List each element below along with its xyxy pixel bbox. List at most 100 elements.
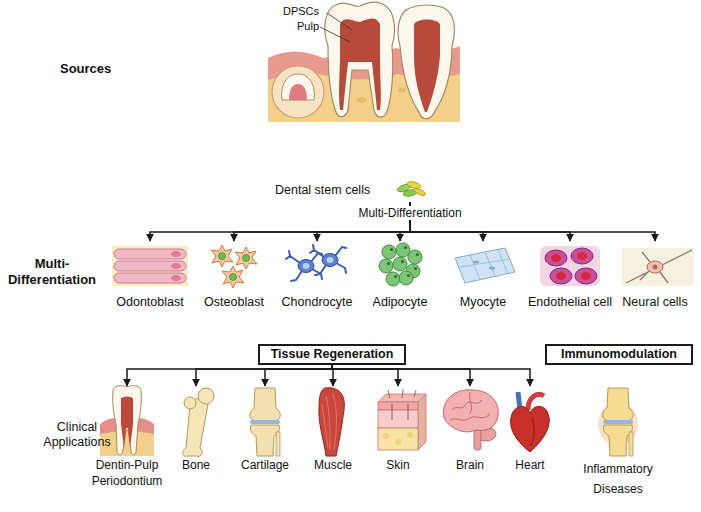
skin-icon-part — [378, 428, 418, 450]
adipocyte-icon — [379, 243, 422, 286]
tooth-illustration-part — [325, 2, 395, 117]
stem-cell-icon-part — [406, 180, 421, 189]
cell-type-node: Chondrocyte — [275, 241, 359, 311]
osteoblast-icon — [211, 245, 257, 288]
endothelial-icon-part — [575, 268, 597, 284]
skin-icon-part — [378, 402, 418, 410]
tooth-illustration-part — [320, 13, 352, 42]
cell-type-node: Endothelial cell — [525, 241, 615, 311]
category-box: Immunomodulation — [545, 344, 693, 365]
branch-arrow — [332, 365, 398, 386]
odontoblast-icon-part — [114, 249, 186, 259]
branch-arrow — [265, 365, 332, 386]
tooth-illustration-part — [339, 19, 381, 111]
branch-arrow — [332, 365, 333, 386]
tooth-illustration-part — [398, 5, 454, 119]
branch-arrow — [127, 365, 332, 386]
brain-icon — [443, 390, 498, 450]
neural-cell-icon — [622, 248, 694, 286]
node-label: Dentin-Pulp Periodontium — [88, 458, 166, 489]
adipocyte-icon-part — [399, 271, 413, 285]
stem-cell-icon — [396, 180, 426, 197]
tooth-illustration-part — [414, 20, 440, 113]
neural-cell-icon-part — [647, 261, 663, 273]
node-label: Myocyte — [441, 295, 525, 310]
node-label: Muscle — [300, 458, 366, 474]
odontoblast-icon — [112, 246, 188, 286]
muscle-icon-part — [319, 388, 344, 456]
bone-icon-part — [183, 398, 208, 456]
myocyte-icon-part — [489, 266, 495, 269]
odontoblast-icon-part — [171, 263, 181, 269]
endothelial-icon-part — [545, 250, 567, 266]
stem-cell-icon-part — [413, 187, 426, 197]
myocyte-icon-part — [473, 260, 479, 263]
neural-cell-icon-part — [653, 265, 658, 270]
bone-icon — [183, 388, 214, 456]
branch-arrow — [332, 365, 470, 386]
application-node: Brain — [437, 386, 503, 488]
cartilage-icon-part — [250, 388, 281, 456]
tooth-illustration-part — [289, 84, 307, 100]
node-label: Tissue Regeneration — [260, 347, 404, 362]
heart-icon-part — [511, 407, 550, 453]
row-heading: Sources — [60, 61, 140, 77]
muscle-icon — [319, 388, 344, 456]
tooth-illustration-part — [357, 97, 367, 103]
skin-icon-part — [383, 433, 389, 439]
node-label: Inflammatory Diseases — [570, 460, 666, 500]
application-node: Bone — [163, 386, 229, 488]
node-label: Odontoblast — [108, 295, 192, 310]
cartilage-icon — [250, 388, 281, 456]
cell-type-node: Osteoblast — [192, 241, 276, 311]
neural-cell-icon-part — [622, 248, 694, 286]
myocyte-icon — [455, 248, 515, 283]
heart-icon — [511, 392, 550, 452]
node-label: Immunomodulation — [547, 347, 691, 362]
brain-icon-part — [450, 392, 490, 420]
odontoblast-icon-part — [171, 251, 181, 257]
odontoblast-icon-part — [114, 261, 186, 271]
node-label: Bone — [163, 458, 229, 474]
branch-arrow — [196, 365, 332, 386]
tooth-illustration — [268, 2, 460, 122]
node-label: Osteoblast — [192, 295, 276, 310]
tooth-illustration-part — [398, 88, 406, 93]
adipocyte-icon-part — [379, 259, 393, 273]
category-box: Tissue Regeneration — [258, 344, 406, 365]
bone-icon-part — [198, 388, 214, 404]
adipocyte-icon-part — [393, 257, 407, 271]
heart-icon-part — [530, 418, 534, 446]
branch-arrow — [332, 365, 530, 386]
inflamed-joint-icon — [598, 388, 638, 456]
application-node: Cartilage — [232, 386, 298, 488]
skin-icon-part — [395, 439, 401, 445]
node-label: Dental stem cells — [272, 183, 432, 198]
bone-icon-part — [184, 397, 196, 409]
node-label: Adipocyte — [358, 295, 442, 310]
application-node: Inflammatory Diseases — [570, 386, 666, 498]
myocyte-icon-part — [455, 248, 515, 283]
skin-icon — [378, 389, 426, 450]
skin-icon-part — [418, 394, 426, 450]
skin-icon-part — [378, 410, 418, 428]
application-node: Muscle — [300, 386, 366, 488]
muscle-icon-part — [322, 394, 337, 450]
endothelial-icon-part — [540, 246, 600, 286]
chondrocyte-icon-part — [310, 245, 346, 275]
node-label: Cartilage — [232, 458, 298, 474]
adipocyte-icon-part — [382, 245, 396, 259]
tooth-illustration-part — [272, 66, 324, 118]
stem-cell-node: Dental stem cells — [272, 180, 432, 202]
dentin-pulp-icon-part — [113, 386, 142, 455]
odontoblast-icon-part — [171, 275, 181, 281]
endothelial-icon-part — [571, 248, 593, 264]
chondrocyte-icon-part — [286, 251, 322, 281]
osteoblast-icon-part — [235, 247, 257, 269]
part-label: Pulp — [297, 20, 327, 33]
inflamed-joint-icon-part — [603, 388, 634, 456]
neural-cell-icon-part — [626, 250, 692, 283]
cell-type-node: Neural cells — [613, 241, 697, 311]
odontoblast-icon-part — [114, 273, 186, 283]
